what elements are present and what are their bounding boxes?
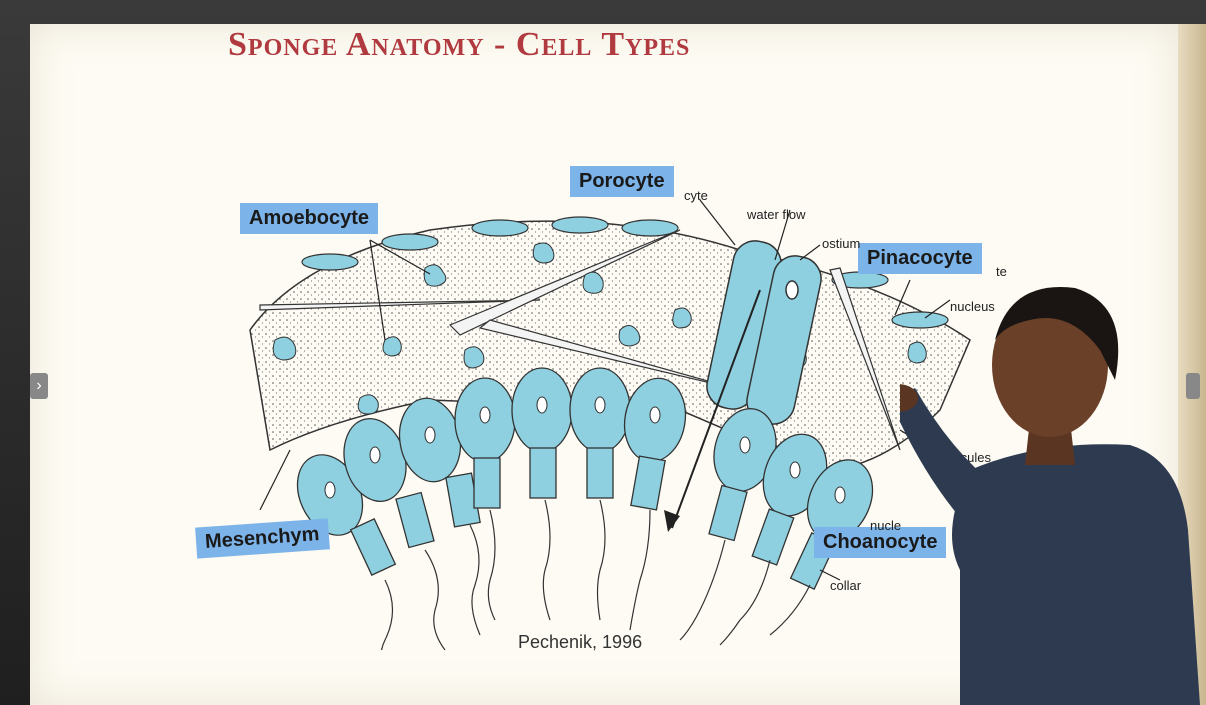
chevron-right-icon: › <box>36 377 41 394</box>
presenter-figure <box>900 270 1206 705</box>
slide-title: Sponge Anatomy - Cell Types <box>228 26 690 64</box>
annotation-nucle: nucle <box>870 518 901 533</box>
annotation-collar: collar <box>830 578 861 593</box>
flagella <box>381 500 810 650</box>
previous-slide-button[interactable]: › <box>30 373 48 399</box>
slide-citation: Pechenik, 1996 <box>518 632 642 653</box>
annotation-ostium: ostium <box>822 236 860 251</box>
annotation-cyte: cyte <box>684 188 708 203</box>
label-porocyte: Porocyte <box>570 166 674 197</box>
label-amoebocyte: Amoebocyte <box>240 203 378 234</box>
presenter-arm <box>900 388 1000 520</box>
annotation-water-flow: water flow <box>747 207 806 222</box>
